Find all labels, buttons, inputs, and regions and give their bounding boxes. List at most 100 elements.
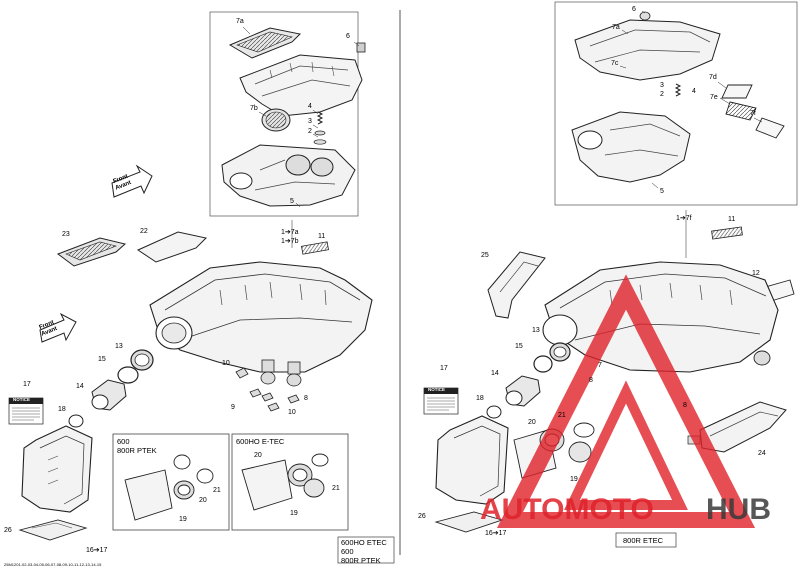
callout-11-left: 11 bbox=[318, 233, 326, 240]
callout-1-7f-right: 1➔7f bbox=[676, 215, 692, 222]
callout-1-7b-left: 1➔7b bbox=[281, 238, 299, 245]
callout-5-right: 5 bbox=[660, 188, 664, 195]
callout-19-inset2: 19 bbox=[290, 510, 298, 517]
callout-10a-left: 10 bbox=[222, 360, 230, 367]
part-7b-grill-left bbox=[261, 108, 291, 132]
callout-3-left: 3 bbox=[308, 118, 312, 125]
callout-25-right: 25 bbox=[481, 252, 489, 259]
callout-5-left: 5 bbox=[290, 198, 294, 205]
callout-19-inset1: 19 bbox=[179, 516, 187, 523]
part-23-filter-left bbox=[56, 237, 127, 267]
parts-2-3-4-left bbox=[313, 111, 327, 145]
part-14-elbow-left bbox=[91, 379, 127, 411]
callout-7d-right: 7d bbox=[709, 74, 717, 81]
callout-7-right: 7 bbox=[598, 362, 602, 369]
model-box-left-label: 600HO ETEC 600 800R PTEK bbox=[341, 538, 387, 565]
part-main-airbox-left bbox=[149, 261, 373, 375]
watermark-triangle-outer bbox=[496, 274, 756, 528]
notice-sticker-left bbox=[8, 397, 44, 425]
callout-17-left: 17 bbox=[23, 381, 31, 388]
part-upper-cover-right bbox=[574, 11, 721, 81]
callout-20-inset2: 20 bbox=[254, 452, 262, 459]
callout-9-left: 9 bbox=[231, 404, 235, 411]
callout-13-left: 13 bbox=[115, 343, 123, 350]
figure-footnote: 25M1201-02-03-04-05-06-07-08-09-10-11-12… bbox=[4, 562, 102, 567]
callout-7c-right: 7c bbox=[611, 60, 619, 67]
callout-20-inset1: 20 bbox=[199, 497, 207, 504]
callout-19-right: 19 bbox=[570, 476, 578, 483]
callout-18-right: 18 bbox=[476, 395, 484, 402]
part-lower-airbox-left bbox=[221, 144, 356, 207]
callout-12-right: 12 bbox=[752, 270, 760, 277]
callout-14-left: 14 bbox=[76, 383, 84, 390]
callout-8a-right: 8 bbox=[589, 377, 593, 384]
callout-23-left: 23 bbox=[62, 231, 70, 238]
part-11-pad-left bbox=[301, 241, 329, 255]
callout-7b-left: 7b bbox=[250, 105, 258, 112]
callout-2-right: 2 bbox=[660, 91, 664, 98]
callout-10b-left: 10 bbox=[288, 409, 296, 416]
part-14-elbow-right bbox=[505, 375, 541, 407]
callout-21-right: 21 bbox=[558, 412, 566, 419]
watermark-logo bbox=[496, 274, 756, 528]
parts-2-3-4-right bbox=[674, 83, 682, 97]
notice-text-right: NOTICE bbox=[428, 387, 446, 392]
callout-7a-left: 7a bbox=[236, 18, 244, 25]
callout-14-right: 14 bbox=[491, 370, 499, 377]
part-15-clamp-right bbox=[533, 355, 553, 373]
callout-3-right: 3 bbox=[660, 82, 664, 89]
inset-box-2-left bbox=[231, 433, 349, 531]
callout-2-left: 2 bbox=[308, 128, 312, 135]
callout-4-left: 4 bbox=[308, 103, 312, 110]
upper-airbox-frame-right bbox=[554, 1, 798, 206]
callout-16-17-left: 16➔17 bbox=[86, 547, 108, 554]
callout-21-inset1: 21 bbox=[213, 487, 221, 494]
part-26-plate-left bbox=[18, 519, 88, 541]
callout-1-7a-left: 1➔7a bbox=[281, 229, 299, 236]
part-6-nut-left bbox=[356, 42, 366, 53]
part-15-clamp-left bbox=[117, 366, 139, 384]
watermark-brand-hub: HUB bbox=[706, 493, 771, 526]
inset-1-parts bbox=[124, 454, 214, 521]
inset-box-1-left bbox=[112, 433, 230, 531]
part-11-pad-right bbox=[711, 226, 743, 240]
part-silencer-housing-left bbox=[21, 425, 93, 513]
callout-26-right: 26 bbox=[418, 513, 426, 520]
parts-8-9-10-clips-left bbox=[235, 367, 302, 412]
callout-26-left: 26 bbox=[4, 527, 12, 534]
watermark-brand-automoto: AUTOMOTO bbox=[480, 493, 654, 526]
part-18-ring-right bbox=[486, 405, 502, 419]
part-upper-cover-left bbox=[239, 54, 363, 117]
callout-22-left: 22 bbox=[140, 228, 148, 235]
part-silencer-housing-right bbox=[435, 415, 509, 505]
part-25-bracket-right bbox=[487, 251, 546, 319]
part-7a-filter-left bbox=[228, 27, 302, 59]
callout-13-right: 13 bbox=[532, 327, 540, 334]
callout-7a-right: 7a bbox=[612, 24, 620, 31]
parts-7d-7e-7f-pads-right bbox=[721, 84, 785, 139]
part-lower-airbox-right bbox=[571, 111, 691, 183]
inset-1-label: 600 800R PTEK bbox=[117, 437, 157, 455]
callout-24-right: 24 bbox=[758, 450, 766, 457]
callout-7e-right: 7e bbox=[710, 94, 718, 101]
part-13-coupler-left bbox=[130, 349, 154, 371]
inset-2-parts bbox=[241, 453, 329, 511]
callout-17-right: 17 bbox=[440, 365, 448, 372]
inset-2-label: 600HO E-TEC bbox=[236, 437, 285, 446]
upper-airbox-frame-left bbox=[209, 11, 359, 217]
callout-4-right: 4 bbox=[692, 88, 696, 95]
part-13-coupler-right bbox=[549, 342, 571, 362]
callout-8b-right: 8 bbox=[683, 402, 687, 409]
callout-6-left: 6 bbox=[346, 33, 350, 40]
callout-18-left: 18 bbox=[58, 406, 66, 413]
callout-11-right: 11 bbox=[728, 216, 736, 223]
model-box-left bbox=[337, 536, 395, 564]
part-18-ring-left bbox=[68, 414, 84, 428]
part-22-filter-left bbox=[136, 231, 208, 263]
callout-8-left: 8 bbox=[304, 395, 308, 402]
callout-6-right: 6 bbox=[632, 6, 636, 13]
callout-15-right: 15 bbox=[515, 343, 523, 350]
notice-text-left: NOTICE bbox=[13, 397, 31, 402]
notice-sticker-right bbox=[423, 387, 459, 415]
callout-7f-right: 7f bbox=[750, 110, 756, 117]
